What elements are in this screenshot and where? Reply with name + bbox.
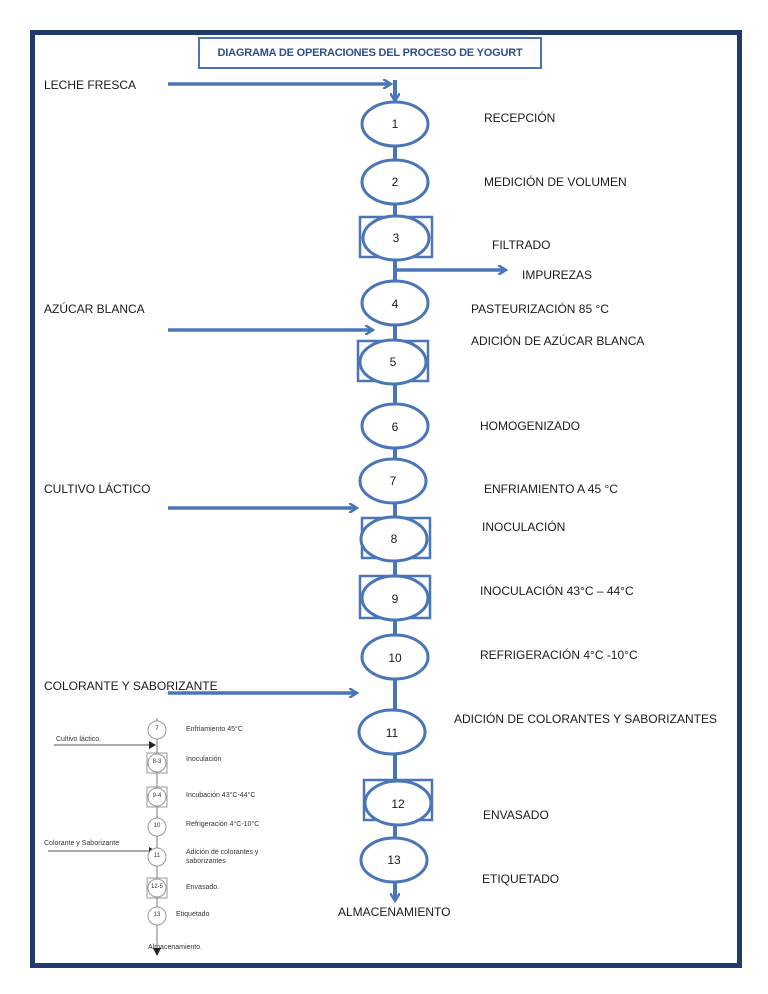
- node-12: [363, 779, 433, 827]
- node-13-label: 13: [387, 853, 401, 867]
- node-11-label: 11: [385, 726, 399, 740]
- thumb-step-text: Refrigeración 4°C-10°C: [186, 821, 260, 828]
- op-filtrado: FILTRADO: [492, 238, 551, 252]
- node-10-label: 10: [388, 651, 402, 665]
- thumb-colorante: Colorante y Saborizante: [44, 840, 120, 847]
- diagram-title: DIAGRAMA DE OPERACIONES DEL PROCESO DE Y…: [198, 37, 542, 69]
- input-cultivo: CULTIVO LÁCTICO: [44, 482, 151, 496]
- op-medicion: MEDICIÓN DE VOLUMEN: [484, 175, 627, 189]
- node-2-label: 2: [391, 175, 399, 189]
- thumb-step-num: 12-5: [150, 884, 163, 890]
- op-etiquetado: ETIQUETADO: [482, 872, 560, 886]
- thumb-step-text: Adición de colorantes y saborizantes: [186, 849, 259, 865]
- thumb-step-text: Incubación 43°C-44°C: [186, 792, 256, 799]
- op-enfriamiento: ENFRIAMIENTO A 45 °C: [484, 482, 618, 496]
- node-6-label: 6: [391, 420, 399, 434]
- op-pasteurizacion: PASTEURIZACIÓN 85 °C: [471, 302, 609, 316]
- op-almacenamiento: ALMACENAMIENTO: [338, 905, 451, 919]
- node-3: [361, 214, 431, 262]
- input-leche: LECHE FRESCA: [44, 78, 137, 92]
- thumb-cultivo: Cultivo láctico.: [56, 736, 102, 743]
- page-frame: [30, 30, 742, 968]
- node-7: [358, 457, 428, 505]
- thumb-step-text: Enfriamiento 45°C: [186, 726, 243, 733]
- node-4: [360, 279, 430, 327]
- node-3-label: 3: [392, 231, 400, 245]
- node-9-label: 9: [391, 592, 399, 606]
- thumb-final: Almacenamiento.: [148, 944, 203, 951]
- node-5: [358, 338, 428, 386]
- op-adicion-azucar: ADICIÓN DE AZÚCAR BLANCA: [471, 334, 645, 348]
- op-inoculacion-temp: INOCULACIÓN 43°C – 44°C: [480, 584, 634, 598]
- input-colorante: COLORANTE Y SABORIZANTE: [44, 679, 218, 693]
- thumb-step-num: 8-3: [152, 759, 162, 765]
- reference-thumbnail: Cultivo láctico. Colorante y Saborizante…: [40, 712, 270, 960]
- thumbnail-lines: [48, 718, 168, 956]
- input-azucar: AZÚCAR BLANCA: [44, 302, 145, 316]
- thumb-step-num: 10: [153, 823, 161, 829]
- op-homogenizado: HOMOGENIZADO: [480, 419, 581, 433]
- op-adicion-colorantes: ADICIÓN DE COLORANTES Y SABORIZANTES: [454, 712, 717, 726]
- thumb-step-num: 13: [153, 912, 161, 918]
- thumb-step-num: 11: [153, 853, 161, 859]
- node-8-label: 8: [390, 532, 398, 546]
- node-6: [360, 402, 430, 450]
- op-inoculacion: INOCULACIÓN: [482, 520, 566, 534]
- thumb-step-num: 7: [155, 726, 159, 732]
- node-1-label: 1: [391, 117, 399, 131]
- node-8: [359, 515, 429, 563]
- thumb-step-text: Etiquetado: [176, 911, 210, 918]
- op-impurezas: IMPUREZAS: [522, 268, 593, 282]
- node-2: [360, 158, 430, 206]
- node-1: [360, 100, 430, 148]
- thumb-step-text: Envasado.: [186, 884, 220, 891]
- op-envasado: ENVASADO: [483, 808, 549, 822]
- node-9: [360, 574, 430, 622]
- thumb-step-text: Inoculación: [186, 756, 222, 763]
- node-7-label: 7: [389, 474, 397, 488]
- op-refrigeracion: REFRIGERACIÓN 4°C -10°C: [480, 648, 638, 662]
- node-13: [359, 836, 429, 884]
- op-recepcion: RECEPCIÓN: [484, 111, 556, 125]
- node-10: [360, 633, 430, 681]
- node-12-label: 12: [391, 797, 405, 811]
- node-4-label: 4: [391, 297, 399, 311]
- node-11: [357, 708, 427, 756]
- node-5-label: 5: [389, 355, 397, 369]
- thumb-step-num: 9-4: [152, 793, 162, 799]
